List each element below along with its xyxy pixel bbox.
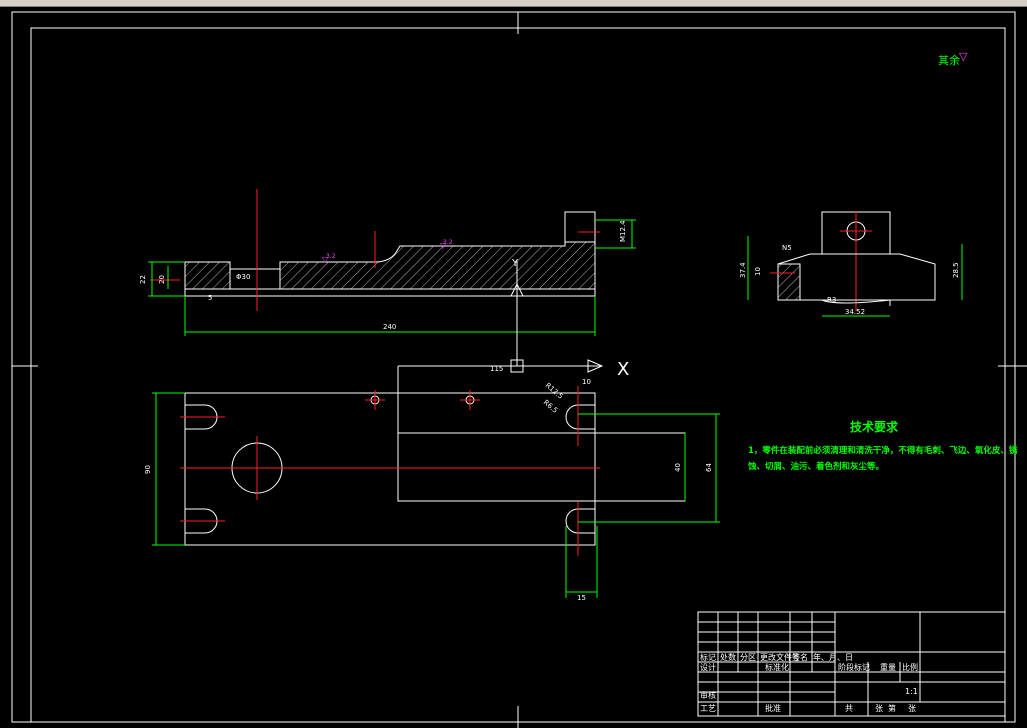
tb-sheets: 张	[875, 704, 883, 713]
tb-weight: 重量	[880, 662, 896, 672]
dim-240-text: 240	[383, 323, 396, 331]
tb-standardize: 标准化	[765, 662, 789, 672]
dim-right-text: M12.4	[619, 220, 627, 242]
dim-15-text: 15	[577, 594, 586, 602]
dim-374-text: 37.4	[739, 262, 747, 278]
roughness-note: 其余	[938, 54, 960, 67]
cad-drawing-canvas[interactable]: 240 22 20 Φ30 5 ▽ 3.2 ▽ 3.2 M12.4 X Y	[0, 6, 1027, 728]
dim-n5-text: N5	[782, 244, 792, 252]
dim-5-text: 5	[208, 294, 212, 302]
tb-sheet-no: 第	[888, 703, 896, 713]
plan-body	[184, 392, 596, 546]
outer-frame	[11, 11, 1016, 723]
dim-285-text: 28.5	[952, 262, 960, 278]
window-top-strip	[0, 0, 1027, 7]
plan-slot	[397, 432, 686, 502]
ucs-x-label: X	[617, 359, 629, 380]
dim-10-text: 10	[582, 378, 591, 386]
roughness-value-2: 3.2	[443, 239, 453, 246]
side-bottom-foot	[821, 299, 891, 306]
roughness-value-1: 3.2	[326, 253, 336, 260]
tb-sign: 签名	[792, 652, 808, 662]
dim-phi30-text: Φ30	[236, 273, 250, 281]
dim-r65-text: R6.5	[542, 398, 559, 414]
dim-20-text: 20	[158, 275, 166, 284]
tb-scale: 比例	[902, 662, 918, 672]
tb-mark: 标记	[700, 652, 716, 662]
ucs-y-label: Y	[511, 258, 519, 269]
tb-approve: 批准	[765, 703, 781, 713]
plan-view[interactable]: 90 40 64 115 R12.5 R6.5 10 15	[144, 365, 720, 602]
dim-10s-text: 10	[754, 267, 762, 276]
roughness-symbol-icon: ▽	[959, 50, 968, 63]
side-section	[777, 263, 801, 301]
tb-zone: 分区	[740, 653, 756, 662]
tb-designer: 设计	[700, 662, 716, 672]
roughness-mark-1: ▽	[322, 255, 329, 264]
roughness-mark-2: ▽	[440, 241, 447, 250]
u-slot-bottom-right	[565, 508, 595, 534]
inner-frame	[30, 27, 1006, 723]
dim-22-text: 22	[139, 275, 147, 284]
dim-3452-text: 34.52	[845, 308, 865, 316]
tb-doc: 更改文件号	[760, 652, 800, 662]
front-view[interactable]: 240 22 20 Φ30 5 ▽ 3.2 ▽ 3.2 M12.4	[139, 189, 636, 336]
front-step-block	[564, 211, 596, 243]
title-block[interactable]: 标记 处数 分区 更改文件号 签名 年、月、日 设计 标准化 阶段标记 重量 比…	[697, 611, 1006, 717]
dim-90-text: 90	[144, 465, 152, 474]
front-bottom-edge	[184, 288, 596, 297]
dim-r3-text: R3	[827, 296, 836, 304]
front-bore	[229, 268, 281, 290]
tb-count: 处数	[720, 652, 736, 662]
tb-stage: 阶段标记	[838, 662, 870, 672]
tb-reviewer: 审核	[700, 690, 716, 700]
technical-requirements-title: 技术要求	[850, 420, 899, 434]
tb-scale-value: 1:1	[905, 687, 918, 696]
dim-64-text: 64	[705, 463, 713, 472]
dim-115-text: 115	[490, 365, 503, 373]
title-block-frame	[697, 611, 1006, 717]
tb-total: 共	[845, 704, 853, 713]
u-slot-top-right	[565, 404, 595, 430]
dim-40-text: 40	[674, 463, 682, 472]
tb-date: 年、月、日	[813, 652, 853, 662]
technical-requirements-text: 1，零件在装配前必须清理和清洗干净，不得有毛刺、飞边、氧化皮、锈蚀、切屑、油污、…	[748, 446, 1018, 472]
tb-sheet: 张	[908, 704, 916, 713]
side-view[interactable]: 37.4 10 N5 28.5 34.52 R3	[739, 211, 963, 317]
tb-process: 工艺	[700, 704, 716, 713]
